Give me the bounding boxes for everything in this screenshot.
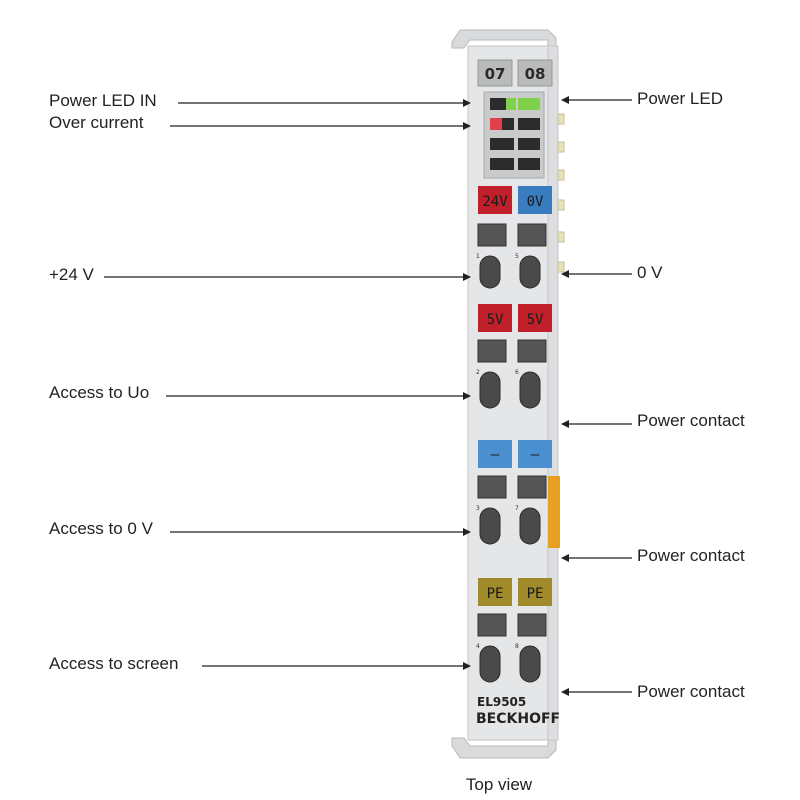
- top-clip: [451, 29, 557, 49]
- side-rail: [547, 45, 559, 741]
- contact-number-6: 6: [515, 369, 519, 376]
- contact-number-3: 3: [476, 505, 480, 512]
- led-spare-2: [518, 138, 540, 150]
- model-name: EL9505: [477, 695, 526, 709]
- led-power-in-lit: [506, 98, 516, 110]
- wire-entry-2[interactable]: [479, 371, 501, 409]
- led-over-current-red: [490, 118, 502, 130]
- release-slot-4[interactable]: [477, 613, 507, 637]
- wire-entry-1[interactable]: [479, 255, 501, 289]
- terminal-number-08-tag: [517, 59, 553, 87]
- led-spare-3: [490, 158, 514, 170]
- plate-minus-right: [518, 440, 552, 468]
- plate-pe-right-label: PE: [527, 586, 544, 602]
- bottom-clip: [451, 737, 557, 759]
- wire-entry-3[interactable]: [479, 507, 501, 545]
- plate-minus-left-label: –: [491, 447, 500, 463]
- contact-number-1: 1: [476, 253, 480, 260]
- label-access-to-screen: Access to screen: [49, 654, 178, 673]
- plate-pe-left: [478, 578, 512, 606]
- led-spare-1: [490, 138, 514, 150]
- wire-entry-7[interactable]: [519, 507, 541, 545]
- contact-number-7: 7: [515, 505, 519, 512]
- terminal-number-07: 07: [485, 65, 506, 83]
- plate-5v-left-label: 5V: [487, 312, 504, 328]
- led-power: [518, 98, 540, 110]
- label-power-led: Power LED: [637, 89, 723, 108]
- led-spare-4: [518, 158, 540, 170]
- callout-lines: [104, 96, 632, 696]
- plate-pe-left-label: PE: [487, 586, 504, 602]
- label-access-to-uo: Access to Uo: [49, 383, 149, 402]
- contact-number-8: 8: [515, 643, 519, 650]
- left-labels: Power LED IN Over current +24 V Access t…: [49, 91, 178, 673]
- right-labels: Power LED 0 V Power contact Power contac…: [637, 89, 745, 701]
- release-slot-2[interactable]: [477, 339, 507, 363]
- contact-number-4: 4: [476, 643, 480, 650]
- plate-24v: [478, 186, 512, 214]
- release-slot-5[interactable]: [517, 223, 547, 247]
- contact-number-5: 5: [515, 253, 519, 260]
- label-power-contact-1: Power contact: [637, 411, 745, 430]
- terminal-number-08: 08: [525, 65, 546, 83]
- label-power-contact-2: Power contact: [637, 546, 745, 565]
- led-over-current-2: [518, 118, 540, 130]
- terminal-module: 07 08 24V 0V 5V 5V – –: [451, 29, 565, 759]
- release-slot-8[interactable]: [517, 613, 547, 637]
- terminal-number-07-tag: [477, 59, 513, 87]
- caption-top-view: Top view: [466, 775, 533, 794]
- spring-contacts: 1 5 2 6 3 7 4 8: [476, 223, 547, 683]
- contact-number-2: 2: [476, 369, 480, 376]
- wire-entry-5[interactable]: [519, 255, 541, 289]
- release-slot-1[interactable]: [477, 223, 507, 247]
- label-power-contact-3: Power contact: [637, 682, 745, 701]
- power-contact-strip: [548, 476, 560, 548]
- label-plus-24v: +24 V: [49, 265, 95, 284]
- label-power-led-in: Power LED IN: [49, 91, 157, 110]
- plate-minus-left: [478, 440, 512, 468]
- led-array: [490, 98, 540, 170]
- label-access-to-0v: Access to 0 V: [49, 519, 154, 538]
- plate-5v-right-label: 5V: [527, 312, 544, 328]
- label-over-current: Over current: [49, 113, 144, 132]
- plate-0v-label: 0V: [527, 194, 544, 210]
- label-zero-v: 0 V: [637, 263, 663, 282]
- wire-entry-8[interactable]: [519, 645, 541, 683]
- release-slot-6[interactable]: [517, 339, 547, 363]
- brand-name: BECKHOFF: [476, 711, 560, 727]
- wire-entry-4[interactable]: [479, 645, 501, 683]
- plate-pe-right: [518, 578, 552, 606]
- plate-0v: [518, 186, 552, 214]
- plate-minus-right-label: –: [531, 447, 540, 463]
- release-slot-7[interactable]: [517, 475, 547, 499]
- plate-24v-label: 24V: [482, 194, 508, 210]
- release-slot-3[interactable]: [477, 475, 507, 499]
- plate-5v-right: [518, 304, 552, 332]
- wire-entry-6[interactable]: [519, 371, 541, 409]
- plate-5v-left: [478, 304, 512, 332]
- side-tabs: [557, 113, 565, 273]
